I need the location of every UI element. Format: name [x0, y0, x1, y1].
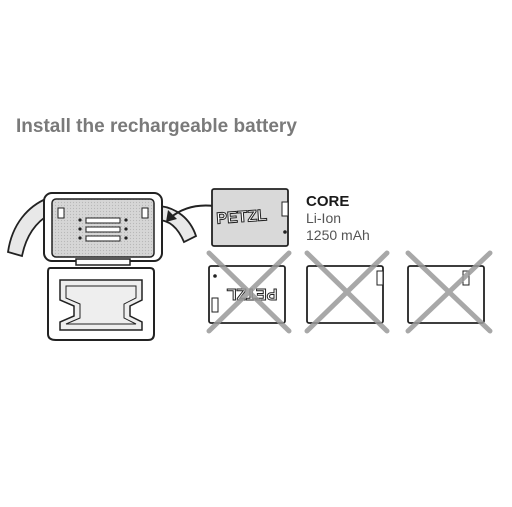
core-battery-logo: PETZL [216, 207, 268, 228]
incompatible-battery-2 [304, 250, 390, 334]
incompatible-battery-3 [405, 250, 493, 334]
core-battery-spec: CORE Li-Ion 1250 mAh [306, 193, 370, 244]
headlamp-compartment [6, 192, 198, 341]
cross-mark-2 [304, 250, 390, 334]
incompatible-battery-petzl: PETZL [206, 250, 292, 334]
battery-chemistry: Li-Ion [306, 210, 342, 226]
battery-capacity: 1250 mAh [306, 227, 370, 243]
cross-mark-3 [405, 250, 493, 334]
cross-mark-1 [206, 250, 292, 334]
battery-name: CORE [306, 193, 350, 210]
instruction-heading: Install the rechargeable battery [16, 116, 297, 137]
core-battery: PETZL [211, 188, 289, 247]
